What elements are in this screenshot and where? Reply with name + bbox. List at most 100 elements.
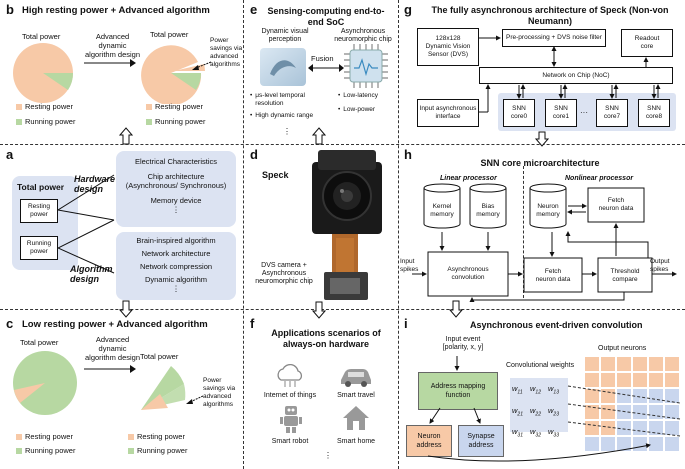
savings-arrow-icon — [186, 395, 204, 404]
hardware-design-label: Hardware design — [74, 174, 116, 194]
car-icon — [341, 369, 371, 387]
arrow-right-icon — [84, 59, 136, 67]
panel-label-a: a — [6, 147, 14, 162]
legend-resting-2: Resting power — [128, 432, 185, 441]
total-power-label-2: Total power — [140, 352, 179, 361]
hollow-down-arrow-icon — [312, 301, 326, 319]
pie-chart-sector-with-savings — [141, 366, 186, 410]
panel-label-b: b — [6, 2, 14, 17]
neuron-cell — [616, 356, 632, 372]
neuron-cell — [584, 404, 600, 420]
neuron-cell — [664, 404, 680, 420]
panel-label-e: e — [250, 2, 258, 17]
neuron-cell — [632, 356, 648, 372]
panel-label-d: d — [250, 147, 258, 162]
neuron-cell — [584, 436, 600, 452]
processor-divider — [523, 166, 524, 298]
panel-f-title: Applications scenarios of always-on hard… — [271, 328, 381, 349]
dvs-visual-icon — [260, 48, 306, 86]
neuron-cell — [664, 436, 680, 452]
panel-label-c: c — [6, 316, 14, 331]
neuron-cell — [600, 356, 616, 372]
neuron-cell — [600, 372, 616, 388]
weight-cell: w22 — [530, 405, 541, 418]
app-label-iot: Internet of things — [263, 392, 317, 399]
weight-cell: w32 — [530, 427, 541, 439]
panel-b-title: High resting power + Advanced algorithm — [22, 5, 210, 16]
algorithm-design-label: Algorithm design — [70, 264, 113, 284]
neuron-cell — [664, 356, 680, 372]
weight-cell: w23 — [548, 405, 559, 418]
hardware-design-panel — [116, 151, 236, 227]
legend-resting: Resting power — [16, 102, 73, 111]
panel-h-title: SNN core microarchitecture — [480, 158, 600, 168]
total-power-label: Total power — [20, 338, 59, 347]
ellipsis: ⋮ — [283, 127, 291, 136]
app-label-home: Smart home — [336, 438, 376, 445]
algorithm-items: Brain-inspired algorithm Network archite… — [136, 236, 216, 293]
pie-chart-with-savings — [141, 45, 205, 104]
right-bullets: •Low-latency •Low-power — [338, 92, 378, 113]
running-power-box: Running power — [20, 236, 58, 260]
neuron-cell — [648, 372, 664, 388]
neuron-cell — [664, 372, 680, 388]
neuron-cell — [664, 420, 680, 436]
neuromorphic-chip-icon — [344, 44, 388, 88]
output-neurons-grid — [584, 356, 680, 452]
conv-weights-label: Convolutional weights — [506, 362, 575, 369]
panel-g-title: The fully asynchronous architecture of S… — [431, 5, 669, 26]
panel-e-title: Sensing-computing end-to-end SoC — [267, 6, 385, 27]
dvs-camera-caption: DVS camera + Asynchronous neuromorphic c… — [255, 262, 313, 285]
weight-cell: w13 — [548, 384, 559, 396]
hollow-down-arrow-icon — [449, 300, 463, 318]
cores-ellipsis: ··· — [580, 108, 588, 117]
neuron-cell — [600, 388, 616, 404]
hardware-items: Electrical Characteristics Chip architec… — [125, 157, 227, 214]
divider — [0, 144, 685, 145]
input-event-label: Input event[polarity, x, y] — [442, 336, 484, 351]
divider — [243, 0, 244, 469]
robot-icon — [280, 406, 302, 433]
advanced-dynamic-label: Advanced dynamic algorithm design — [84, 32, 141, 59]
neuron-cell — [648, 356, 664, 372]
neuron-cell — [584, 372, 600, 388]
neuron-cell — [616, 372, 632, 388]
legend-running: Running power — [16, 117, 75, 126]
panel-label-i: i — [404, 316, 408, 331]
legend-running-2: Running power — [146, 117, 205, 126]
panel-label-f: f — [250, 316, 255, 331]
panel-i-title: Asynchronous event-driven convolution — [470, 320, 643, 330]
fusion-arrow-icon — [308, 64, 344, 72]
weights-matrix — [510, 378, 568, 432]
linear-processor-label: Linear processor — [440, 175, 497, 182]
legend-running: Running power — [16, 446, 75, 455]
neuron-cell — [648, 388, 664, 404]
hollow-down-arrow-icon — [119, 300, 133, 318]
neuron-cell — [616, 436, 632, 452]
ellipsis: ⋮ — [324, 451, 332, 460]
nonlinear-processor-label: Nonlinear processor — [565, 175, 634, 182]
speck-camera-image — [312, 150, 382, 300]
neuron-cell — [632, 404, 648, 420]
panel-c-title: Low resting power + Advanced algorithm — [22, 319, 208, 330]
neuron-cell — [664, 388, 680, 404]
weight-cell: w11 — [512, 384, 523, 396]
legend-resting-2: Resting power — [146, 102, 203, 111]
arrow-right-icon — [84, 365, 136, 373]
resting-power-box: Resting power — [20, 199, 58, 223]
hollow-up-arrow-icon — [119, 127, 133, 145]
